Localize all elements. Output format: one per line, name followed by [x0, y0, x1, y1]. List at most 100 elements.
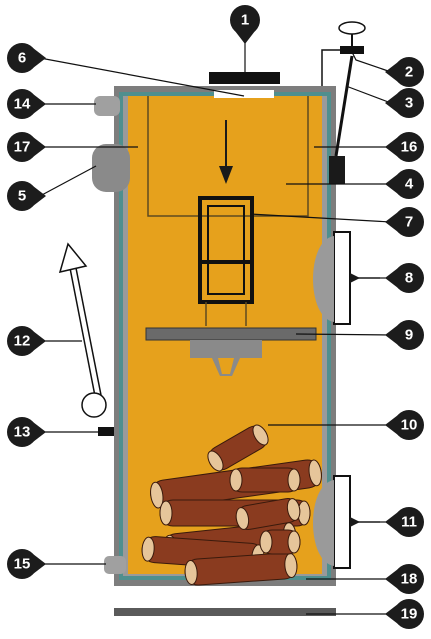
- callout-label: 13: [14, 424, 31, 441]
- callout-leader-line: [295, 333, 392, 336]
- callout-pointer: [33, 94, 46, 114]
- callout-label: 11: [401, 514, 417, 531]
- callout-pointer: [385, 512, 398, 532]
- grate-plate: [145, 327, 317, 341]
- callout-marker-17: 17: [7, 132, 46, 162]
- wood-log-end: [207, 450, 224, 472]
- callout-disc: [394, 410, 424, 440]
- callout-label: 1: [241, 12, 249, 29]
- callout-pointer: [385, 268, 398, 288]
- callout-label: 17: [14, 139, 31, 156]
- gas-chamber-wall: [147, 96, 309, 217]
- callout-marker-18: 18: [385, 564, 424, 594]
- callout-label: 14: [14, 96, 31, 113]
- wood-log: [259, 529, 301, 555]
- callout-marker-1: 1: [230, 5, 260, 44]
- callout-disc: [394, 132, 424, 162]
- right-arrow-icon: [350, 517, 360, 527]
- callout-marker-5: 5: [7, 181, 46, 211]
- callout-pointer: [385, 62, 398, 82]
- up-arrow-icon: [58, 242, 88, 274]
- sensor-probe: [98, 427, 114, 436]
- callout-disc: [7, 181, 37, 211]
- callout-label: 10: [401, 417, 418, 434]
- callout-pointer: [385, 325, 398, 345]
- wood-log-end: [159, 500, 173, 526]
- callout-label: 2: [405, 64, 413, 81]
- base-plate: [114, 608, 336, 616]
- wood-log-end: [150, 481, 164, 509]
- callout-marker-3: 3: [385, 88, 424, 118]
- callout-pointer: [385, 604, 398, 624]
- flue-duct: [92, 144, 130, 192]
- wood-log-end: [287, 468, 301, 492]
- lower-door: [333, 475, 351, 569]
- callout-label: 5: [18, 188, 26, 205]
- wood-log: [235, 498, 301, 530]
- callout-marker-2: 2: [385, 57, 424, 87]
- air-flow-line: [69, 267, 96, 397]
- callout-disc: [230, 5, 260, 35]
- callout-marker-11: 11: [385, 507, 424, 537]
- callout-disc: [7, 417, 37, 447]
- callout-marker-15: 15: [7, 549, 46, 579]
- wood-log-end: [141, 536, 155, 562]
- upper-door-cylinder: [313, 236, 334, 322]
- callout-marker-14: 14: [7, 89, 46, 119]
- callout-disc: [394, 263, 424, 293]
- callout-disc: [7, 132, 37, 162]
- callout-disc: [394, 599, 424, 629]
- callout-disc: [394, 507, 424, 537]
- callout-pointer: [385, 569, 398, 589]
- wood-log-end: [184, 560, 198, 585]
- callout-label: 3: [405, 95, 413, 112]
- upper-door: [333, 231, 351, 325]
- right-arrow-icon: [350, 273, 360, 283]
- callout-label: 6: [18, 50, 26, 67]
- wood-log-end: [308, 459, 322, 487]
- callout-label: 9: [405, 327, 413, 344]
- callout-disc: [7, 89, 37, 119]
- top-opening: [214, 90, 274, 98]
- callout-pointer: [385, 212, 398, 232]
- air-damper: [329, 156, 345, 184]
- callout-label: 15: [14, 556, 31, 573]
- callout-marker-16: 16: [385, 132, 424, 162]
- callout-pointer: [33, 422, 46, 442]
- lower-door-cylinder: [313, 480, 334, 566]
- callout-label: 4: [405, 176, 414, 193]
- wood-log: [207, 424, 269, 472]
- loading-lid: [209, 72, 280, 84]
- callout-leader-line: [249, 213, 392, 223]
- callout-label: 12: [14, 333, 31, 350]
- callout-disc: [394, 564, 424, 594]
- callout-leader-line: [351, 51, 392, 73]
- callout-disc: [7, 549, 37, 579]
- wood-log: [184, 552, 298, 586]
- regulator-knob: [338, 21, 366, 35]
- loading-channel-inner: [207, 205, 245, 295]
- callout-disc: [394, 207, 424, 237]
- callout-marker-12: 12: [7, 326, 46, 356]
- callout-pointer: [385, 174, 398, 194]
- callout-marker-7: 7: [385, 207, 424, 237]
- callout-marker-8: 8: [385, 263, 424, 293]
- callout-leader-line: [345, 85, 392, 104]
- callout-pointer: [33, 554, 46, 574]
- callout-label: 18: [401, 571, 418, 588]
- callout-pointer: [235, 31, 255, 44]
- wood-log-end: [229, 468, 243, 492]
- callout-leader-line: [39, 57, 245, 97]
- callout-leader-line: [39, 165, 97, 197]
- air-flow-ball: [81, 392, 107, 418]
- callout-pointer: [385, 137, 398, 157]
- callout-pointer: [33, 48, 46, 68]
- callout-marker-10: 10: [385, 410, 424, 440]
- air-flow-line-2: [75, 267, 102, 396]
- regulator-bracket: [321, 49, 340, 86]
- callout-disc: [394, 169, 424, 199]
- callout-marker-19: 19: [385, 599, 424, 629]
- callout-disc: [7, 326, 37, 356]
- callout-pointer: [385, 415, 398, 435]
